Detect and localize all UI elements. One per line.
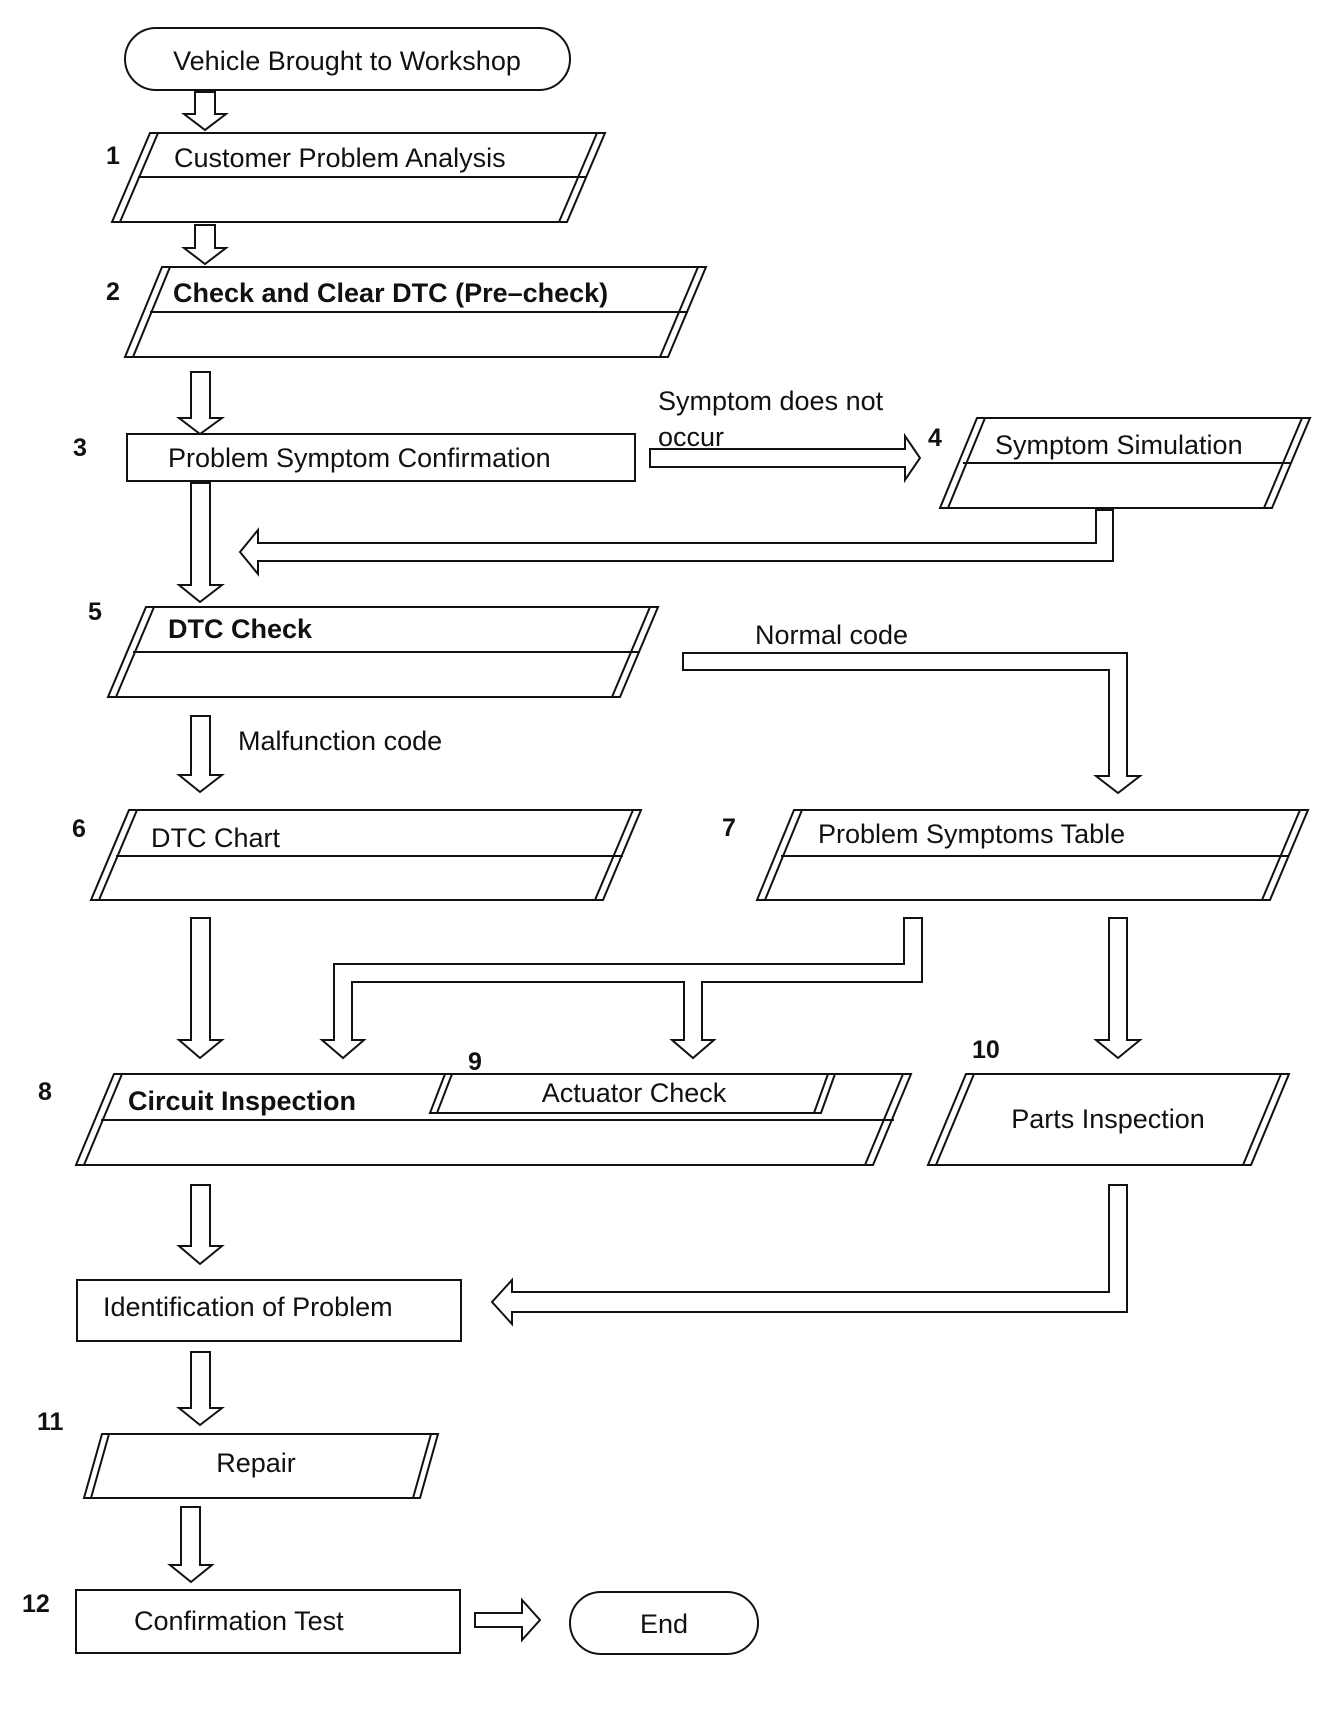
step-number-1: 1 [106,142,120,170]
step-9-actuator-check: Actuator Check [428,1073,837,1114]
step-2-label: Check and Clear DTC (Pre–check) [173,278,608,308]
arrow-8-to-identification [176,1184,225,1266]
arrow-7-to-10 [1093,917,1143,1060]
edge-label-occur: occur [658,422,724,452]
step-number-5: 5 [88,598,102,626]
step-3-label: Problem Symptom Confirmation [168,443,551,473]
step-1-customer-problem-analysis: Customer Problem Analysis [110,132,607,223]
arrow-5-to-7-normal-code [682,652,1143,795]
identification-of-problem: Identification of Problem [76,1279,462,1342]
step-number-6: 6 [72,815,86,843]
step-8-label: Circuit Inspection [128,1086,356,1116]
step-12-label: Confirmation Test [134,1606,344,1636]
step-12-confirmation-test: Confirmation Test [75,1589,461,1654]
start-node: Vehicle Brought to Workshop [124,27,571,91]
edge-label-malfunction-code: Malfunction code [238,726,442,756]
arrow-1-to-2 [181,224,229,266]
step-6-dtc-chart: DTC Chart [89,809,643,901]
step-1-label: Customer Problem Analysis [174,143,506,173]
step-number-4: 4 [928,424,942,452]
end-node: End [569,1591,759,1655]
arrow-2-to-3 [176,371,226,436]
step-9-label: Actuator Check [542,1078,727,1108]
step-3-problem-symptom-confirmation: Problem Symptom Confirmation [126,433,636,482]
step-number-2: 2 [106,278,120,306]
step-7-problem-symptoms-table: Problem Symptoms Table [755,809,1310,901]
step-number-9: 9 [468,1048,482,1076]
step-4-symptom-simulation: Symptom Simulation [938,417,1312,509]
step-10-label: Parts Inspection [1011,1104,1205,1134]
identification-label: Identification of Problem [103,1292,393,1322]
step-number-12: 12 [22,1590,50,1618]
arrow-11-to-12 [167,1506,215,1584]
step-11-repair: Repair [82,1433,440,1499]
step-number-7: 7 [722,814,736,842]
step-5-label: DTC Check [168,614,313,644]
step-10-parts-inspection: Parts Inspection [926,1073,1291,1166]
end-label: End [640,1609,688,1639]
step-6-label: DTC Chart [151,823,281,853]
step-5-dtc-check: DTC Check [106,606,660,698]
step-4-label: Symptom Simulation [995,430,1243,460]
step-11-label: Repair [216,1448,296,1478]
arrow-3-to-5 [176,482,225,604]
step-number-10: 10 [972,1036,1000,1064]
start-label: Vehicle Brought to Workshop [173,46,521,76]
step-2-check-and-clear-dtc: Check and Clear DTC (Pre–check) [123,266,708,358]
arrow-12-to-end [474,1597,542,1643]
step-7-label: Problem Symptoms Table [818,819,1125,849]
arrow-6-to-8 [176,917,225,1060]
step-number-8: 8 [38,1078,52,1106]
edge-label-normal-code: Normal code [755,620,908,650]
arrow-5-to-6-malfunction-code [176,715,225,794]
arrow-10-to-identification [490,1184,1128,1327]
arrow-4-return [238,509,1114,577]
arrow-start-to-1 [181,91,229,132]
step-number-3: 3 [73,434,87,462]
arrow-3-to-4 [649,432,922,484]
arrow-identification-to-11 [176,1351,225,1427]
edge-label-symptom-does-not-occur: Symptom does not [658,386,884,416]
arrow-7-to-8-and-9 [319,917,923,1060]
step-number-11: 11 [37,1408,64,1436]
